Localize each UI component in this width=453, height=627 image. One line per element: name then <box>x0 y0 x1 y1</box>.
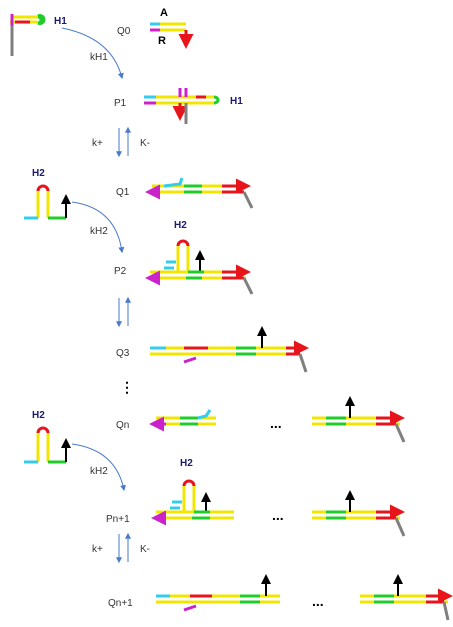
hairpin-h2-free-b <box>24 426 71 464</box>
strand-a-label: A <box>160 7 168 19</box>
hairpin-h2-label-c: H2 <box>32 410 45 421</box>
complex-pn1-right <box>312 490 406 537</box>
rate-kh2-label-b: kH2 <box>90 466 108 477</box>
state-q3-label: Q3 <box>116 348 130 359</box>
state-qn-label: Qn <box>116 420 129 431</box>
ellipsis-qn1: ... <box>312 593 324 609</box>
complex-qn-right <box>312 396 406 443</box>
complex-qn1-left <box>156 574 280 612</box>
complex-p2 <box>145 239 254 295</box>
arrow-kh1 <box>61 27 124 80</box>
strand-r-label: R <box>158 35 166 47</box>
hairpin-h2-free-a <box>24 184 71 220</box>
state-p1-label: P1 <box>114 98 127 109</box>
hairpin-h1-bound-label: H1 <box>230 96 243 107</box>
vertical-ellipsis: ⋮ <box>120 379 134 395</box>
rate-kplus-label: k+ <box>92 138 103 149</box>
ellipsis-qn: ... <box>270 415 282 431</box>
complex-qn1-right <box>360 574 453 621</box>
complex-q1 <box>145 177 254 209</box>
rate-kminus-label-b: K- <box>140 544 150 555</box>
rate-kminus-label: K- <box>140 138 150 149</box>
hairpin-h1-label: H1 <box>54 16 67 27</box>
arrow-kh2-a <box>71 201 125 254</box>
hairpin-h2-label-b: H2 <box>174 220 187 231</box>
rate-kplus-label-b: k+ <box>92 544 103 555</box>
state-pn1-label: Pn+1 <box>106 514 130 525</box>
state-q1-label: Q1 <box>116 187 130 198</box>
complex-p1 <box>144 88 220 124</box>
state-p2-label: P2 <box>114 266 127 277</box>
rate-kh1-label: kH1 <box>90 52 108 63</box>
hairpin-h2-label-d: H2 <box>180 458 193 469</box>
complex-qn-left <box>149 409 216 432</box>
ellipsis-pn1: ... <box>272 507 284 523</box>
hairpin-h2-label-a: H2 <box>32 168 45 179</box>
hairpin-h1-free <box>10 14 46 56</box>
state-qn1-label: Qn+1 <box>108 598 133 609</box>
complex-a-r <box>150 22 194 49</box>
complex-q3 <box>150 326 309 373</box>
complex-pn1-left <box>151 479 234 526</box>
state-q0-label: Q0 <box>117 26 131 37</box>
arrow-kh2-b <box>71 443 126 492</box>
rate-kh2-label-a: kH2 <box>90 226 108 237</box>
